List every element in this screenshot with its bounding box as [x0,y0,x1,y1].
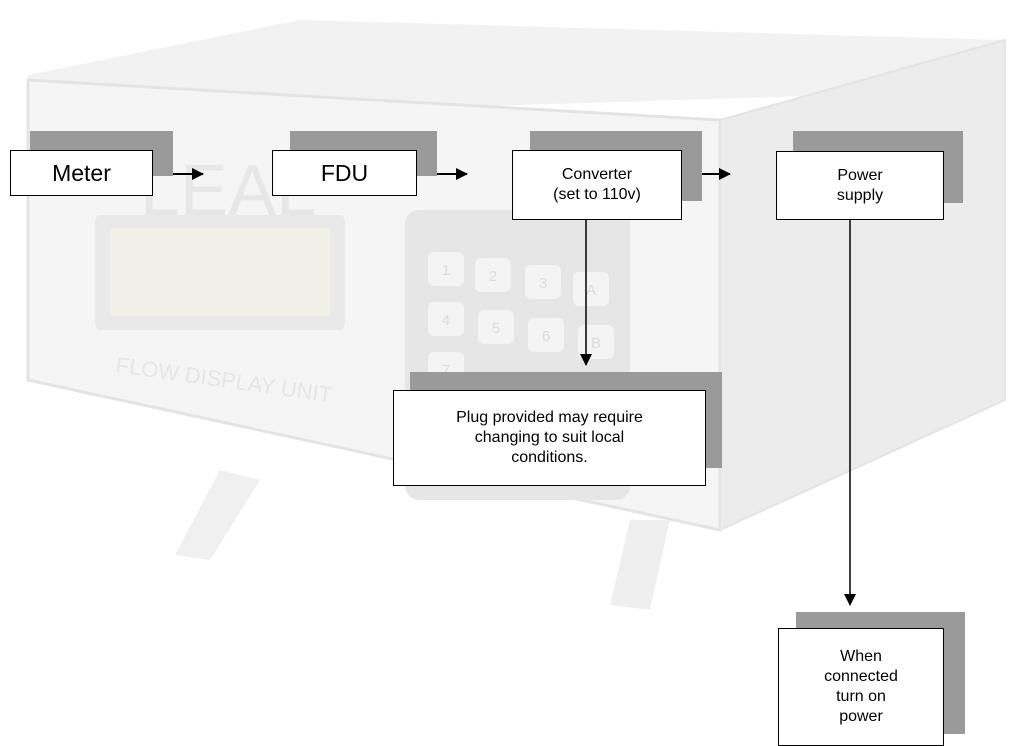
plug-note-box: Plug provided may require changing to su… [393,390,706,486]
keypad-key [428,302,464,336]
device-foot-right [610,520,670,610]
keypad-key [528,318,564,352]
keypad-key-label: B [591,335,601,352]
keypad-key [475,258,511,292]
keypad-key-label: 7 [442,362,450,379]
fdu-node: FDU [272,131,437,196]
lcd-screen [110,228,330,316]
keypad-key-label: 2 [489,268,497,285]
keypad-keys: 1 2 3 A 4 5 6 B 7 [428,252,614,386]
keypad-key-label: A [586,282,596,299]
plug-note-node: Plug provided may require changing to su… [393,372,722,487]
keypad-key-label: 5 [492,320,500,337]
fdu-box: FDU [272,150,417,196]
power-supply-node: Power supply [776,131,963,221]
meter-box: Meter [10,150,153,196]
keypad-key-label: 6 [542,328,550,345]
keypad-key [573,272,609,306]
keypad-key [428,252,464,286]
keypad-key [478,310,514,344]
keypad-key-label: 3 [539,275,547,292]
device-foot-left [175,470,260,560]
keypad-key [525,265,561,299]
power-note-node: When connected turn on power [778,612,965,746]
power-note-box: When connected turn on power [778,628,944,746]
keypad-key [578,325,614,359]
meter-node: Meter [10,131,173,196]
keypad-key-label: 4 [442,312,450,329]
power-supply-box: Power supply [776,151,944,220]
converter-box: Converter (set to 110v) [512,150,682,220]
keypad-key-label: 1 [442,262,450,279]
converter-node: Converter (set to 110v) [512,131,702,221]
